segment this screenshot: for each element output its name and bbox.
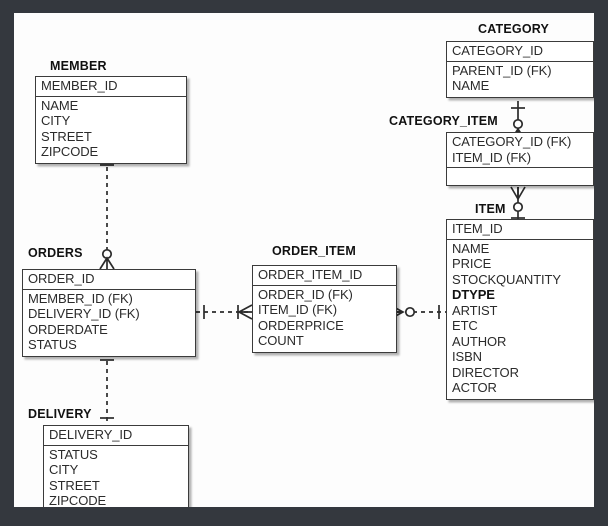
attribute-city: CITY	[41, 113, 71, 128]
attribute-artist: ARTIST	[452, 302, 498, 318]
attribute-city: CITY	[49, 462, 79, 477]
attribute-street: STREET	[49, 477, 100, 493]
attribute-item-id-fk: ITEM_ID (FK)	[452, 149, 531, 165]
entity-title-member: MEMBER	[50, 59, 107, 73]
attribute-stockquantity: STOCKQUANTITY	[452, 271, 561, 287]
attribute-price: PRICE	[452, 256, 492, 271]
entity-title-order-item: ORDER_ITEM	[272, 244, 356, 258]
attribute-status: STATUS	[49, 446, 98, 462]
relationship-member-orders	[99, 159, 115, 270]
attribute-zipcode: ZIPCODE	[49, 493, 107, 507]
attribute-name: NAME	[452, 78, 490, 93]
attribute-order-id-fk: ORDER_ID (FK)	[258, 286, 353, 302]
attribute-status: STATUS	[28, 337, 77, 352]
attribute-name: NAME	[452, 240, 490, 256]
item-attribute-section: NAME PRICE STOCKQUANTITY DTYPE ARTIST ET…	[447, 240, 593, 399]
item-pk-section: ITEM_ID	[447, 220, 593, 240]
orderitem-attribute-section: ORDER_ID (FK) ITEM_ID (FK) ORDERPRICE CO…	[253, 286, 396, 352]
orderitem-pk-section: ORDER_ITEM_ID	[253, 266, 396, 286]
attribute-orderdate: ORDERDATE	[28, 321, 108, 337]
attribute-delivery-id-fk: DELIVERY_ID (FK)	[28, 306, 140, 321]
delivery-pk-section: DELIVERY_ID	[44, 426, 188, 446]
attribute-etc: ETC	[452, 318, 478, 333]
category-attribute-section: PARENT_ID (FK) NAME	[447, 62, 593, 97]
attribute-delivery-id: DELIVERY_ID	[49, 427, 133, 442]
member-attribute-section: NAME CITY STREET ZIPCODE	[36, 97, 186, 163]
attribute-dtype: DTYPE	[452, 287, 495, 302]
attribute-name: NAME	[41, 97, 79, 113]
attribute-category-id: CATEGORY_ID	[452, 43, 543, 58]
attribute-count: COUNT	[258, 333, 304, 348]
entity-title-category-item: CATEGORY_ITEM	[389, 114, 498, 128]
attribute-item-id: ITEM_ID	[452, 221, 503, 236]
attribute-isbn: ISBN	[452, 349, 482, 364]
entity-title-delivery: DELIVERY	[28, 407, 92, 421]
attribute-actor: ACTOR	[452, 380, 497, 395]
attribute-member-id: MEMBER_ID	[41, 78, 118, 93]
attribute-member-id-fk: MEMBER_ID (FK)	[28, 290, 133, 306]
entity-title-item: ITEM	[475, 202, 506, 216]
delivery-attribute-section: STATUS CITY STREET ZIPCODE	[44, 446, 188, 508]
attribute-street: STREET	[41, 128, 92, 144]
categoryitem-attribute-section	[447, 168, 593, 185]
attribute-order-id: ORDER_ID	[28, 271, 95, 286]
attribute-director: DIRECTOR	[452, 364, 519, 380]
entity-title-category: CATEGORY	[478, 22, 550, 36]
orders-attribute-section: MEMBER_ID (FK) DELIVERY_ID (FK) ORDERDAT…	[23, 290, 195, 356]
entity-title-orders: ORDERS	[28, 246, 83, 260]
diagram-canvas: MEMBER MEMBER_ID NAME CITY STREET ZIPCOD…	[14, 13, 594, 507]
attribute-parent-id-fk: PARENT_ID (FK)	[452, 62, 552, 78]
member-pk-section: MEMBER_ID	[36, 77, 186, 97]
relationship-orderitem-item	[389, 304, 446, 320]
attribute-order-item-id: ORDER_ITEM_ID	[258, 267, 363, 282]
attribute-item-id-fk: ITEM_ID (FK)	[258, 302, 337, 317]
attribute-author: AUTHOR	[452, 333, 507, 349]
attribute-zipcode: ZIPCODE	[41, 144, 99, 159]
attribute-category-id-fk: CATEGORY_ID (FK)	[452, 134, 572, 149]
orders-pk-section: ORDER_ID	[23, 270, 195, 290]
category-pk-section: CATEGORY_ID	[447, 42, 593, 62]
relationship-orders-orderitem	[196, 304, 253, 320]
categoryitem-pk-section: CATEGORY_ID (FK) ITEM_ID (FK)	[447, 133, 593, 168]
relationship-orders-delivery	[100, 353, 114, 425]
attribute-orderprice: ORDERPRICE	[258, 317, 344, 333]
